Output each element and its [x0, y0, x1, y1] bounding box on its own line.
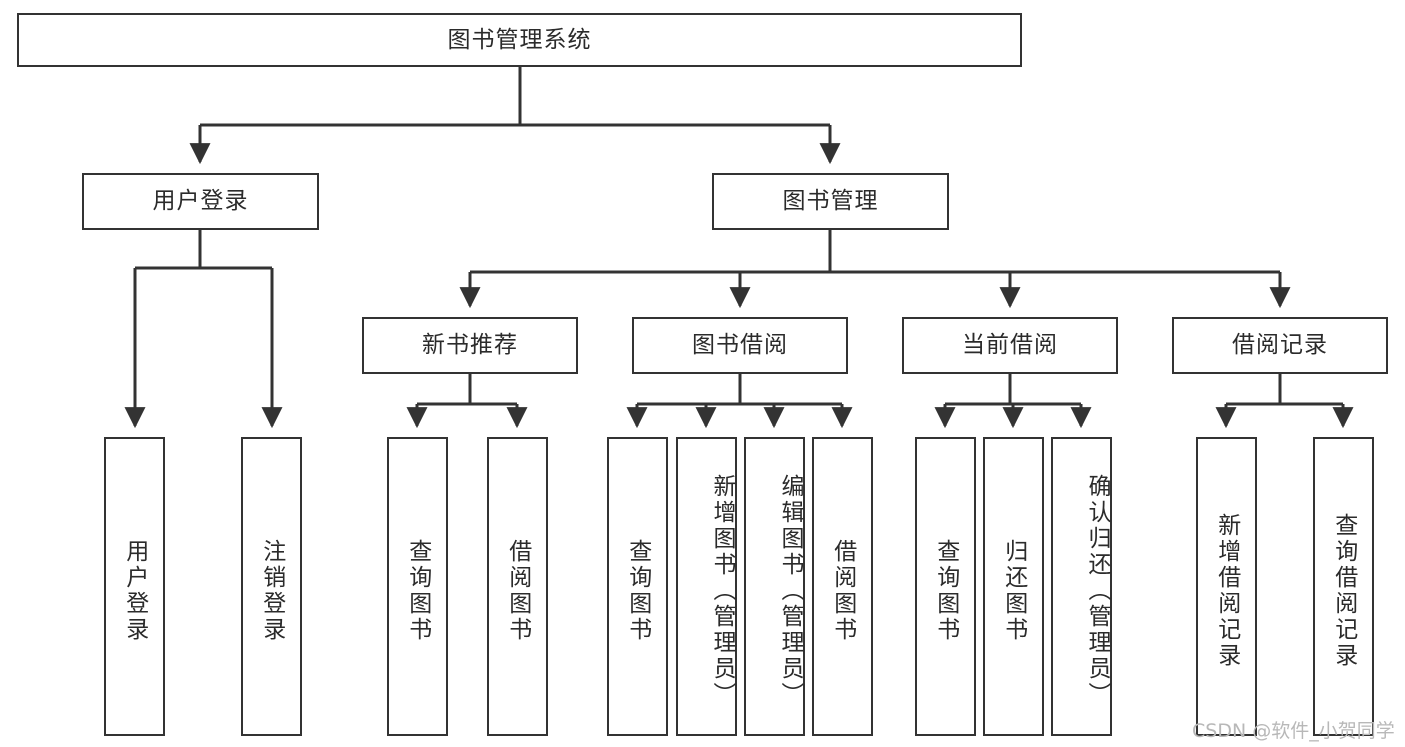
node-leaf-query-book-2[interactable]: 查询图书 [607, 437, 668, 736]
node-user-login[interactable]: 用户登录 [82, 173, 319, 230]
node-leaf-query-book-2-label: 查询图书 [624, 538, 651, 643]
node-leaf-query-record[interactable]: 查询借阅记录 [1313, 437, 1374, 736]
node-new-book-rec-label: 新书推荐 [422, 332, 518, 359]
node-leaf-logout-label: 注销登录 [258, 538, 285, 643]
node-leaf-add-book-admin[interactable]: 新增图书（管理员） [676, 437, 737, 736]
node-borrow-record[interactable]: 借阅记录 [1172, 317, 1388, 374]
node-leaf-query-book-1[interactable]: 查询图书 [387, 437, 448, 736]
node-user-login-label: 用户登录 [152, 188, 249, 215]
node-current-borrow[interactable]: 当前借阅 [902, 317, 1118, 374]
node-leaf-borrow-book-2-label: 借阅图书 [829, 538, 856, 643]
node-book-borrow-label: 图书借阅 [692, 332, 788, 359]
node-leaf-borrow-book-1[interactable]: 借阅图书 [487, 437, 548, 736]
watermark: CSDN @软件_小贺同学 [1192, 720, 1395, 742]
node-leaf-borrow-book-2[interactable]: 借阅图书 [812, 437, 873, 736]
node-new-book-rec[interactable]: 新书推荐 [362, 317, 578, 374]
node-borrow-record-label: 借阅记录 [1232, 332, 1328, 359]
node-leaf-confirm-return-label: 确认归还（管理员） [1084, 473, 1110, 708]
node-leaf-edit-book-admin[interactable]: 编辑图书（管理员） [744, 437, 805, 736]
node-leaf-borrow-book-1-label: 借阅图书 [504, 538, 531, 643]
node-book-manage[interactable]: 图书管理 [712, 173, 949, 230]
node-leaf-add-book-admin-label: 新增图书（管理员） [709, 473, 735, 708]
node-leaf-query-book-3-label: 查询图书 [932, 538, 959, 643]
node-leaf-query-book-1-label: 查询图书 [404, 538, 431, 643]
node-leaf-add-record[interactable]: 新增借阅记录 [1196, 437, 1257, 736]
node-leaf-user-login[interactable]: 用户登录 [104, 437, 165, 736]
node-root[interactable]: 图书管理系统 [17, 13, 1022, 67]
node-leaf-return-book-label: 归还图书 [1000, 538, 1027, 643]
node-book-borrow[interactable]: 图书借阅 [632, 317, 848, 374]
node-root-label: 图书管理系统 [447, 26, 592, 53]
node-leaf-edit-book-admin-label: 编辑图书（管理员） [777, 473, 803, 708]
node-leaf-user-login-label: 用户登录 [121, 538, 148, 643]
node-current-borrow-label: 当前借阅 [962, 332, 1058, 359]
node-leaf-add-record-label: 新增借阅记录 [1213, 512, 1240, 669]
node-book-manage-label: 图书管理 [782, 188, 879, 215]
node-leaf-confirm-return[interactable]: 确认归还（管理员） [1051, 437, 1112, 736]
node-leaf-logout[interactable]: 注销登录 [241, 437, 302, 736]
node-leaf-return-book[interactable]: 归还图书 [983, 437, 1044, 736]
node-leaf-query-record-label: 查询借阅记录 [1330, 512, 1357, 669]
node-leaf-query-book-3[interactable]: 查询图书 [915, 437, 976, 736]
